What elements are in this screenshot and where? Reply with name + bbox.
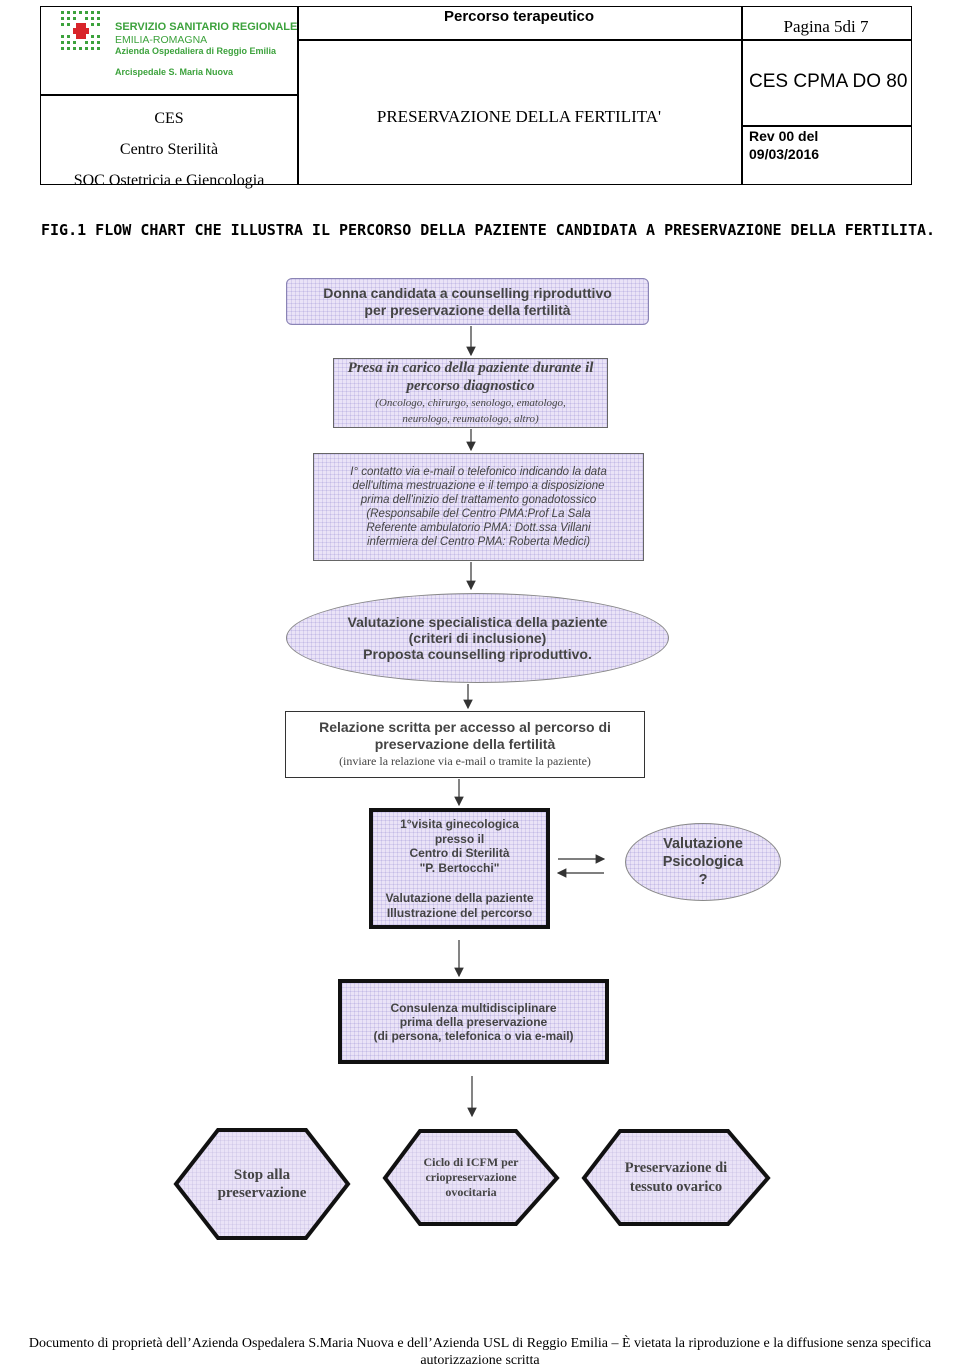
revision-info: Rev 00 del 09/03/2016 <box>749 127 819 163</box>
header-divider <box>297 7 299 184</box>
outcome-text: ovocitaria <box>445 1185 497 1199</box>
page-number: Pagina 5di 7 <box>783 17 869 36</box>
step-text: Referente ambulatorio PMA: Dott.ssa Vill… <box>366 522 591 534</box>
step-text: (Oncologo, chirurgo, senologo, ematologo… <box>375 397 566 409</box>
outcome-text: Ciclo di ICFM per <box>423 1155 519 1169</box>
footer-text: autorizzazione scritta <box>420 1353 540 1368</box>
outcome-text: tessuto ovarico <box>629 1178 723 1195</box>
step-first-visit: 1°visita ginecologica presso il Centro d… <box>369 808 550 929</box>
logo-line-4: Arcispedale S. Maria Nuova <box>115 67 234 77</box>
outcome-text: Stop alla <box>233 1167 291 1183</box>
step-text: I° contatto via e-mail o telefonico indi… <box>350 466 607 478</box>
step-text: dell'ultima mestruazione e il tempo a di… <box>352 480 605 492</box>
step-text: "P. Bertocchi" <box>419 860 500 875</box>
document-header: SERVIZIO SANITARIO REGIONALE EMILIA-ROMA… <box>40 6 912 189</box>
step-first-contact: I° contatto via e-mail o telefonico indi… <box>313 453 644 561</box>
page-footer: Documento di proprietà dell’Azienda Ospe… <box>0 1335 960 1369</box>
outcome-text: preservazione <box>217 1185 307 1201</box>
step-written-report: Relazione scritta per accesso al percors… <box>285 711 645 778</box>
step-text: Proposta counselling riproduttivo. <box>363 646 592 662</box>
header-divider <box>297 39 911 41</box>
unit-department: SOC Ostetricia e Giencologia <box>73 172 265 189</box>
figure-caption: FIG.1 FLOW CHART CHE ILLUSTRA IL PERCORS… <box>41 221 936 239</box>
step-text: Psicologica <box>662 854 744 870</box>
unit-code: CES <box>154 110 184 127</box>
step-multidisciplinary-consult: Consulenza multidisciplinare prima della… <box>338 979 609 1064</box>
header-divider <box>741 7 743 184</box>
step-text: (criteri di inclusione) <box>408 630 547 646</box>
logo-line-1: SERVIZIO SANITARIO REGIONALE <box>115 21 298 33</box>
outcome-text: criopreservazione <box>425 1170 517 1184</box>
outcome-hexagon <box>173 1128 351 1240</box>
organization-logo: SERVIZIO SANITARIO REGIONALE EMILIA-ROMA… <box>59 9 297 89</box>
step-text: Centro di Sterilità <box>409 846 510 860</box>
step-presa-in-carico: Presa in carico della paziente durante i… <box>333 358 608 428</box>
document-type: Percorso terapeutico <box>443 8 595 25</box>
logo-mark-icon <box>61 11 100 50</box>
step-text: Relazione scritta per accesso al percors… <box>319 719 611 735</box>
step-text: (Responsabile del Centro PMA:Prof La Sal… <box>366 508 591 520</box>
step-text: Valutazione specialistica della paziente <box>347 614 608 630</box>
outcome-hexagon <box>382 1129 560 1226</box>
step-text: preservazione della fertilità <box>374 736 556 752</box>
step-text: per preservazione della fertilità <box>364 301 571 318</box>
logo-line-3: Azienda Ospedaliera di Reggio Emilia <box>115 46 277 56</box>
unit-name: Centro Sterilità <box>119 141 219 158</box>
logo-line-2: EMILIA-ROMAGNA <box>115 34 208 46</box>
step-text: presso il <box>434 831 485 846</box>
outcome-text: Preservazione di <box>624 1159 728 1176</box>
step-text: Donna candidata a counselling riprodutti… <box>323 284 612 301</box>
step-text: ? <box>698 872 708 888</box>
step-text: prima della preservazione <box>399 1014 548 1029</box>
outcome-hexagon <box>581 1129 771 1226</box>
outcome-icfm: Ciclo di ICFM per criopreservazione ovoc… <box>385 1131 557 1224</box>
outcome-stop: Stop alla preservazione <box>176 1130 348 1238</box>
step-text: Valutazione della paziente <box>385 891 534 905</box>
step-title: percorso diagnostico <box>406 378 535 394</box>
header-divider <box>741 125 911 127</box>
step-title: Presa in carico della paziente durante i… <box>347 360 594 376</box>
step-text: (di persona, telefonica o via e-mail) <box>373 1028 574 1043</box>
revision-label: Rev 00 del <box>749 128 819 144</box>
step-text: 1°visita ginecologica <box>400 817 519 831</box>
step-specialist-evaluation: Valutazione specialistica della paziente… <box>286 593 669 683</box>
step-text: Consulenza multidisciplinare <box>390 1000 557 1015</box>
footer-text: Documento di proprietà dell’Azienda Ospe… <box>28 1336 932 1351</box>
step-note: (inviare la relazione via e-mail o trami… <box>339 754 591 768</box>
step-text: Illustrazione del percorso <box>386 905 533 920</box>
step-candidate: Donna candidata a counselling riprodutti… <box>286 278 649 325</box>
outcome-ovarian-tissue: Preservazione di tessuto ovarico <box>584 1131 768 1224</box>
unit-block: CES Centro Sterilità SOC Ostetricia e Gi… <box>41 103 297 196</box>
step-psychological-evaluation: Valutazione Psicologica ? <box>625 823 781 901</box>
document-title: PRESERVAZIONE DELLA FERTILITA' <box>376 107 662 126</box>
header-divider <box>41 94 297 96</box>
step-text: neurologo, reumatologo, altro) <box>402 413 539 425</box>
step-text: infermiera del Centro PMA: Roberta Medic… <box>366 536 591 548</box>
step-text: Valutazione <box>663 836 743 852</box>
step-text: prima dell'inizio del trattamento gonado… <box>360 494 597 506</box>
document-code: CES CPMA DO 80 <box>749 71 908 92</box>
revision-date: 09/03/2016 <box>749 146 820 162</box>
